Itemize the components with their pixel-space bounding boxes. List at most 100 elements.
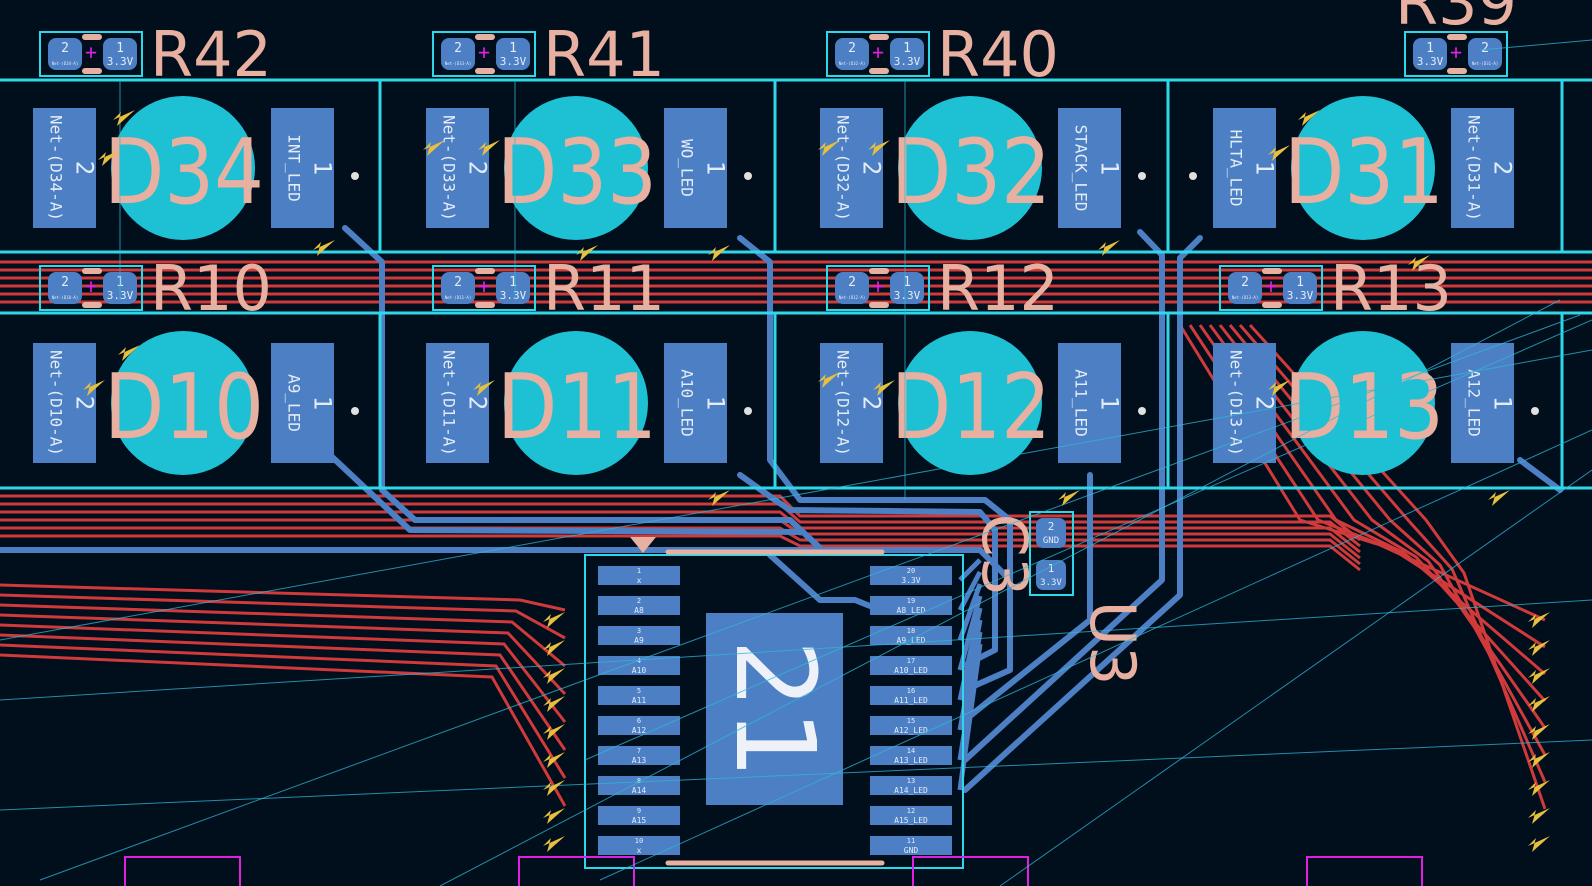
resistor-pad[interactable]: [441, 272, 475, 304]
led-cell-d31[interactable]: 13.3V2Net-(D31-A)+R392Net-(D31-A)1HLTA_L…: [1189, 0, 1517, 240]
pad-shape[interactable]: [1451, 343, 1514, 463]
ic-footprint[interactable]: 211x2A83A94A105A116A127A138A149A1510x203…: [584, 537, 964, 869]
resistor-pad[interactable]: [1283, 272, 1317, 304]
ic-pad[interactable]: [870, 776, 952, 795]
ic-pad[interactable]: [870, 626, 952, 645]
resistor-pad[interactable]: [835, 38, 869, 70]
pad-shape[interactable]: [820, 108, 883, 228]
red-trace[interactable]: [0, 653, 567, 807]
pad-shape[interactable]: [820, 343, 883, 463]
ic-pad[interactable]: [870, 656, 952, 675]
pad-1[interactable]: 1WO_LED: [664, 108, 730, 228]
led-cell-d32[interactable]: 2Net-(D32-A)13.3V+R402Net-(D32-A)1STACK_…: [820, 18, 1146, 240]
ic-pad[interactable]: [598, 626, 680, 645]
ic-pad[interactable]: [870, 836, 952, 855]
led-cell-d34[interactable]: 2Net-(D34-A)13.3V+R422Net-(D34-A)1INT_LE…: [33, 18, 359, 240]
pad-shape[interactable]: [271, 108, 334, 228]
ic-pad[interactable]: [598, 596, 680, 615]
red-trace[interactable]: [0, 494, 1361, 542]
ic-pad[interactable]: [870, 806, 952, 825]
led-cell-d12[interactable]: 2Net-(D12-A)13.3V+R122Net-(D12-A)1A11_LE…: [820, 252, 1146, 475]
red-trace[interactable]: [0, 643, 567, 779]
blue-trace[interactable]: [962, 235, 1203, 793]
pad-shape[interactable]: [33, 343, 96, 463]
led-cell-d13[interactable]: 2Net-(D13-A)13.3V+R132Net-(D13-A)1A12_LE…: [1213, 252, 1539, 475]
resistor-pad[interactable]: [1228, 272, 1262, 304]
ic-pad[interactable]: [870, 596, 952, 615]
resistor-pad[interactable]: [890, 272, 924, 304]
cap-pad[interactable]: [1036, 560, 1066, 590]
cap-pad[interactable]: [1036, 518, 1066, 548]
pad-shape[interactable]: [33, 108, 96, 228]
pad-shape[interactable]: [1213, 343, 1276, 463]
pad-shape[interactable]: [664, 343, 727, 463]
ic-pin-20[interactable]: 203.3V: [870, 566, 952, 585]
red-trace[interactable]: [0, 603, 566, 668]
ic-pin-2[interactable]: 2A8: [598, 596, 680, 615]
blue-trace[interactable]: [342, 225, 823, 551]
resistor-pad[interactable]: [496, 272, 530, 304]
red-trace[interactable]: [1208, 324, 1547, 703]
ic-pad[interactable]: [598, 746, 680, 765]
resistor-pad[interactable]: [496, 38, 530, 70]
pad-shape[interactable]: [1213, 108, 1276, 228]
resistor-pad[interactable]: [48, 272, 82, 304]
pad-shape[interactable]: [426, 343, 489, 463]
pad-1[interactable]: 1A9_LED: [271, 343, 337, 463]
resistor-pad[interactable]: [1413, 38, 1447, 70]
led-cell-d11[interactable]: 2Net-(D11-A)13.3V+R112Net-(D11-A)1A10_LE…: [426, 252, 752, 475]
resistor-pad[interactable]: [103, 38, 137, 70]
ic-pin-1[interactable]: 1x: [598, 566, 680, 585]
red-trace[interactable]: [0, 534, 1361, 572]
resistor-pad[interactable]: [1468, 38, 1502, 70]
pad-shape[interactable]: [1058, 108, 1121, 228]
ic-pad[interactable]: [870, 716, 952, 735]
led-cell-d33[interactable]: 2Net-(D33-A)13.3V+R412Net-(D33-A)1WO_LED…: [426, 18, 752, 240]
pad-shape[interactable]: [426, 108, 489, 228]
blue-trace[interactable]: [962, 472, 1093, 723]
ic-pin-10[interactable]: 10x: [598, 836, 680, 855]
ic-pad[interactable]: [870, 566, 952, 585]
red-trace[interactable]: [0, 623, 567, 723]
ic-pin-3[interactable]: 3A9: [598, 626, 680, 645]
pad-shape[interactable]: [1451, 108, 1514, 228]
blue-trace[interactable]: [737, 235, 1013, 693]
ic-pad[interactable]: [598, 806, 680, 825]
ic-pad[interactable]: [598, 686, 680, 705]
ic-pad[interactable]: [598, 716, 680, 735]
resistor-pad[interactable]: [890, 38, 924, 70]
red-trace[interactable]: [0, 633, 567, 751]
